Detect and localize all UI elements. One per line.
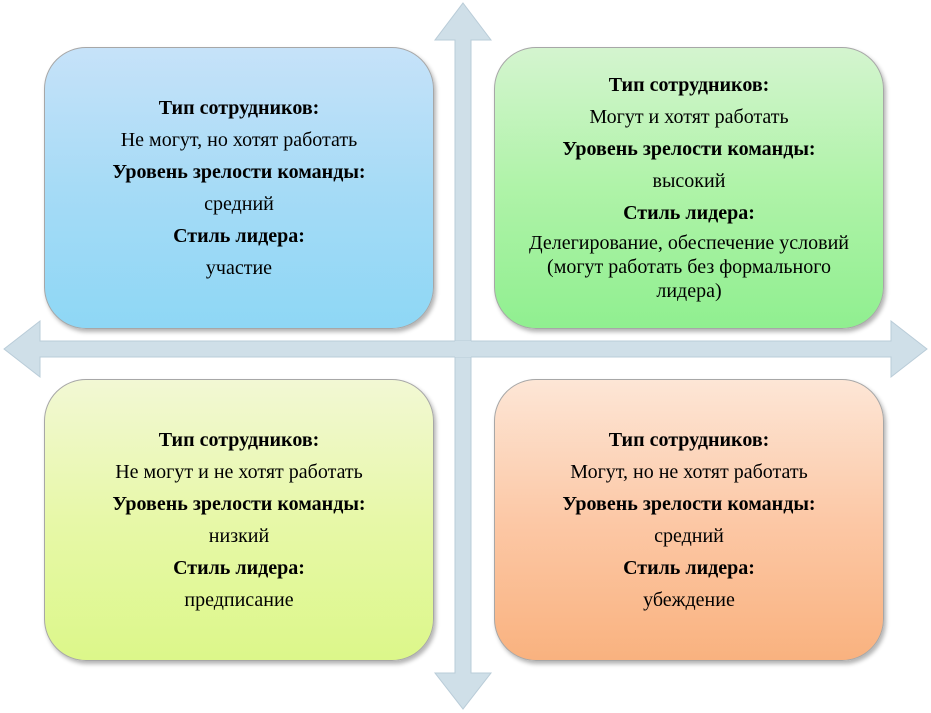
employee-type-value: Могут, но не хотят работать	[570, 461, 808, 483]
leader-style-label: Стиль лидера:	[173, 557, 305, 579]
employee-type-label: Тип сотрудников:	[158, 429, 320, 451]
team-maturity-label: Уровень зрелости команды:	[562, 493, 816, 515]
leader-style-label: Стиль лидера:	[173, 225, 305, 247]
quadrant-bottom-right: Тип сотрудников: Могут, но не хотят рабо…	[494, 379, 884, 661]
leader-style-value: предписание	[184, 589, 294, 611]
leader-style-value: Делегирование, обеспечение условий (могу…	[528, 232, 850, 302]
quadrant-bottom-left: Тип сотрудников: Не могут и не хотят раб…	[44, 379, 434, 661]
employee-type-value: Не могут и не хотят работать	[115, 461, 363, 483]
team-maturity-value: высокий	[652, 170, 726, 192]
team-maturity-value: средний	[204, 193, 274, 215]
employee-type-label: Тип сотрудников:	[158, 97, 320, 119]
employee-type-label: Тип сотрудников:	[608, 429, 770, 451]
employee-type-value: Не могут, но хотят работать	[120, 129, 358, 151]
leader-style-label: Стиль лидера:	[623, 557, 755, 579]
team-maturity-label: Уровень зрелости команды:	[112, 161, 366, 183]
team-maturity-value: средний	[654, 525, 724, 547]
leader-style-value: участие	[205, 257, 273, 279]
leader-style-label: Стиль лидера:	[623, 202, 755, 224]
team-maturity-label: Уровень зрелости команды:	[112, 493, 366, 515]
axis-crossing	[455, 341, 471, 357]
quadrant-top-right: Тип сотрудников: Могут и хотят работать …	[494, 47, 884, 329]
team-maturity-value: низкий	[208, 525, 270, 547]
team-maturity-label: Уровень зрелости команды:	[562, 138, 816, 160]
leader-style-value: убеждение	[643, 589, 735, 611]
quadrant-top-left: Тип сотрудников: Не могут, но хотят рабо…	[44, 47, 434, 329]
employee-type-value: Могут и хотят работать	[589, 106, 789, 128]
employee-type-label: Тип сотрудников:	[608, 74, 770, 96]
